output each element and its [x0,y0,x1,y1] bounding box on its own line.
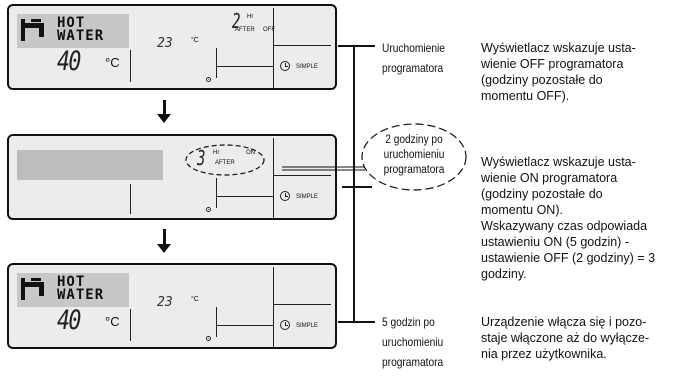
dot-indicator [206,77,211,82]
tap-icon [21,19,44,41]
temperature-unit: °C [105,314,120,329]
divider [130,184,131,214]
description-unit-on: Urządzenie włącza się i pozo- staje włąc… [481,315,650,361]
timer-hours: 3 [197,146,206,170]
label-line: 5 godzin po [382,315,435,329]
timer-hours: 2 [232,9,241,33]
display-panel-2: 3 Hr AFTER ON SIMPLE [7,134,337,220]
water-temperature: 40 [57,46,81,77]
hot-water-indicator: HOT WATER [17,273,129,307]
simple-mode-label: SIMPLE [296,194,319,200]
clock-icon [280,61,290,71]
divider [273,8,274,88]
hot-water-label: HOT WATER [57,274,127,303]
hot-label: HOT [57,15,86,31]
water-label: WATER [57,287,105,303]
hot-water-label: HOT WATER [57,15,127,44]
divider [273,304,331,305]
arrow-down-shaft [163,100,166,116]
label-line: uruchomieniu [383,149,445,161]
divider [130,50,131,82]
divider [217,325,273,326]
blank-display-area [17,150,163,180]
simple-mode-label: SIMPLE [296,323,319,329]
label-two-hours-after: 2 godziny po uruchomieniu programatora [371,133,457,178]
label-line: programatora [383,164,445,176]
label-timer-start: Uruchomienie programatora [382,38,445,78]
room-temperature-unit: °C [191,37,199,44]
clock-icon [280,320,290,330]
room-temperature: 23 [157,295,173,310]
label-line: Uruchomienie [382,41,445,55]
water-label: WATER [57,28,105,44]
divider [216,178,217,208]
label-line: programatora [382,355,444,369]
divider [273,138,274,218]
timer-hr-label: Hr [213,150,220,156]
description-on-timer: Wyświetlacz wskazuje usta- wienie ON pro… [481,155,656,281]
label-line: uruchomieniu [382,335,444,349]
display-panel-3: HOT WATER 40 °C 23 °C SIMPLE [7,263,337,349]
divider [273,45,331,46]
divider [217,196,273,197]
timer-state-label: ON [246,150,255,156]
room-temperature: 23 [157,36,173,51]
temperature-unit: °C [105,55,120,70]
description-off-timer: Wyświetlacz wskazuje usta- wienie OFF pr… [481,41,636,103]
simple-mode-label: SIMPLE [296,64,319,70]
label-line: programatora [382,61,444,75]
hot-label: HOT [57,274,86,290]
tap-icon [21,278,44,300]
divider [273,175,331,176]
clock-icon [280,191,290,201]
arrow-down-icon [157,244,171,253]
divider [216,48,217,78]
arrow-down-icon [157,114,171,123]
label-five-hours-after: 5 godzin po uruchomieniu programatora [382,312,443,372]
display-panel-1: HOT WATER 40 °C 23 °C 2 Hr AFTER OFF SIM… [7,4,337,90]
water-temperature: 40 [57,305,81,336]
arrow-down-shaft [163,229,166,246]
timer-hr-label: Hr [247,14,254,20]
divider [217,66,273,67]
dot-indicator [206,207,211,212]
timer-after-label: AFTER [235,27,255,33]
divider [216,307,217,337]
timer-state-label: OFF [263,27,275,33]
dot-indicator [206,336,211,341]
divider [130,309,131,341]
timer-after-label: AFTER [215,160,235,166]
divider [273,267,274,347]
hot-water-indicator: HOT WATER [17,14,129,48]
label-line: 2 godziny po [385,134,443,146]
room-temperature-unit: °C [191,296,199,303]
